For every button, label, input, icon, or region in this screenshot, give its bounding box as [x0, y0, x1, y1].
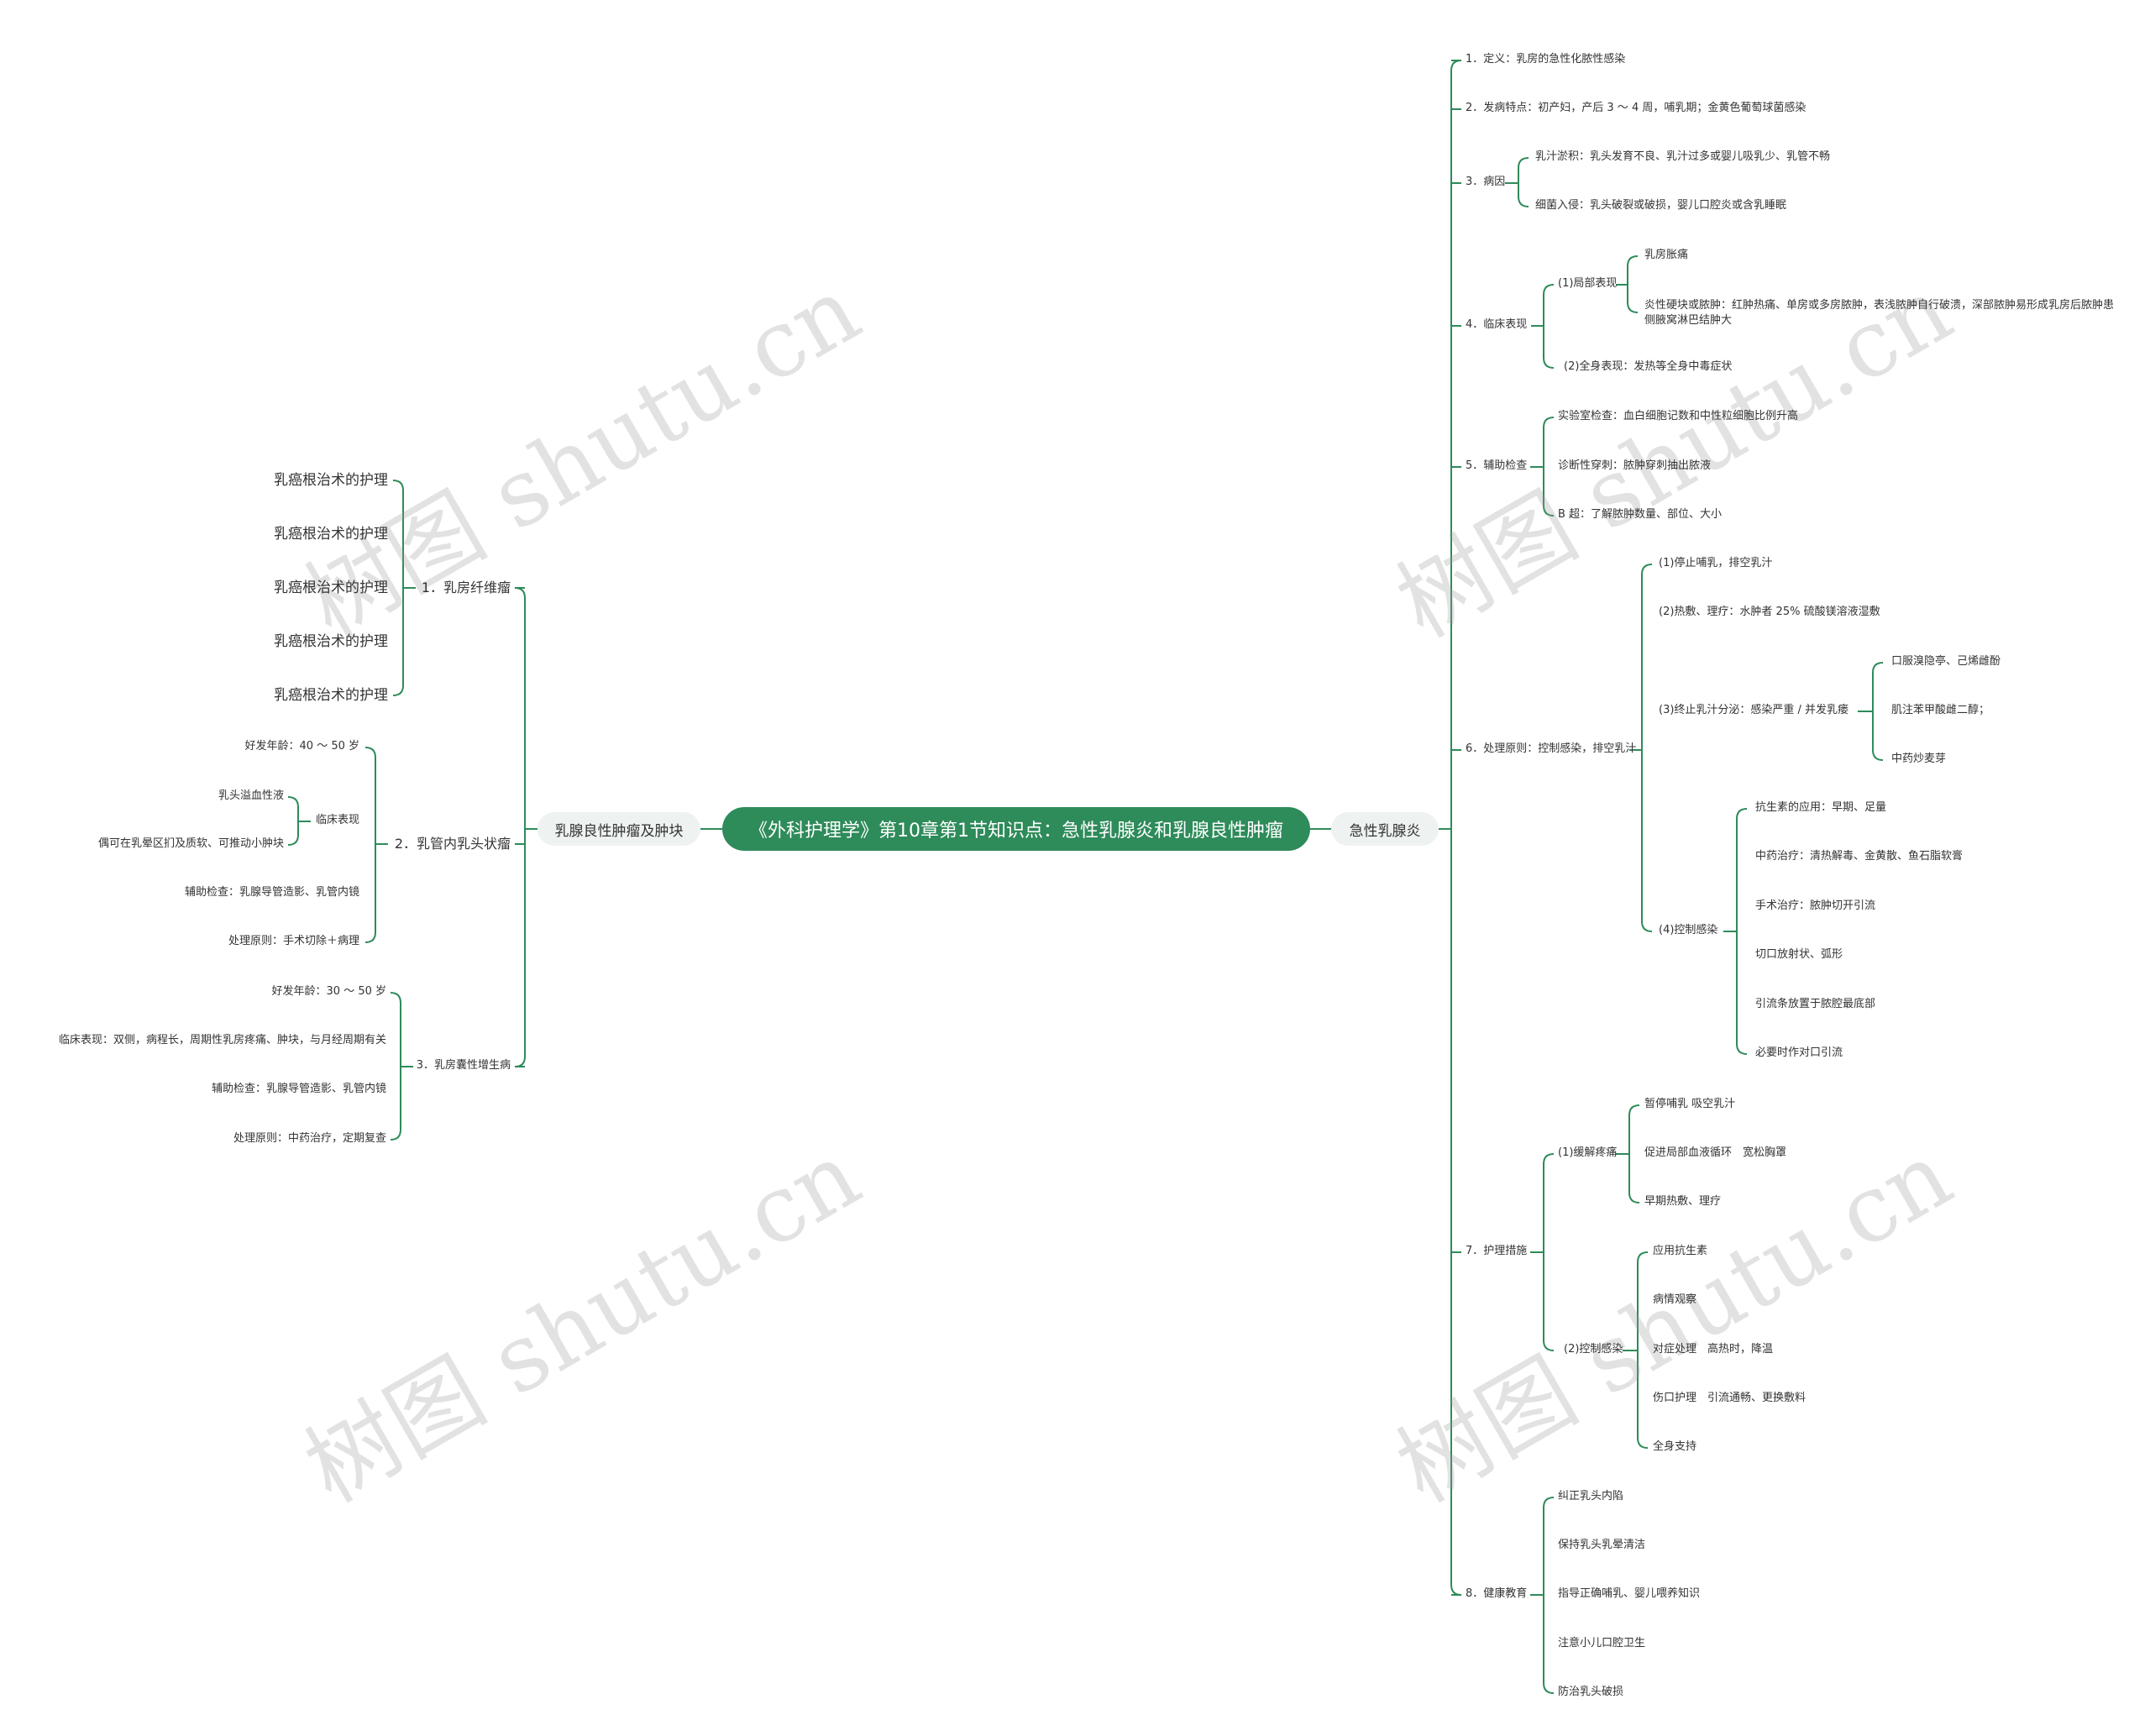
mastitis-onset-features[interactable]: 2．发病特点：初产妇，产后 3 ～ 4 周，哺乳期；金黄色葡萄球菌感染 — [1466, 102, 1807, 114]
connector-bracket — [287, 796, 299, 846]
papilloma-mass[interactable]: 偶可在乳晕区扪及质软、可推动小肿块 — [97, 837, 284, 850]
mastitis-aux-exams[interactable]: 5．辅助检查 — [1466, 459, 1528, 472]
mastitis-causes[interactable]: 3．病因 — [1466, 176, 1506, 188]
infection-control[interactable]: (2)控制感染 — [1564, 1343, 1623, 1356]
intraductal-papilloma[interactable]: 2．乳管内乳头状瘤 — [394, 836, 511, 852]
connector-bracket — [364, 747, 376, 943]
branch-benign-tumors[interactable]: 乳腺良性肿瘤及肿块 — [538, 812, 700, 846]
connector-bracket — [390, 992, 401, 1141]
papilloma-treatment[interactable]: 处理原则：手术切除＋病理 — [228, 935, 359, 947]
infection-control-item[interactable]: 中药治疗：清热解毒、金黄散、鱼石脂软膏 — [1755, 850, 1964, 863]
pain-relief[interactable]: (1)缓解疼痛 — [1558, 1146, 1618, 1159]
fibroadenoma-item[interactable]: 乳癌根治术的护理 — [274, 472, 388, 489]
treatment-item[interactable]: (2)热敷、理疗：水肿者 25% 硫酸镁溶液湿敷 — [1659, 606, 1880, 618]
hyperplasia-item[interactable]: 好发年龄：30 ～ 50 岁 — [271, 985, 386, 998]
mastitis-definition[interactable]: 1．定义：乳房的急性化脓性感染 — [1466, 53, 1626, 66]
pain-relief-item[interactable]: 促进局部血液循环 宽松胸罩 — [1644, 1146, 1787, 1159]
infection-care-item[interactable]: 对症处理 高热时，降温 — [1653, 1343, 1774, 1356]
mastitis-nursing[interactable]: 7．护理措施 — [1466, 1245, 1528, 1257]
cause-item[interactable]: 细菌入侵：乳头破裂或破损，婴儿口腔炎或含乳睡眠 — [1535, 199, 1787, 212]
infection-control-item[interactable]: 抗生素的应用：早期、足量 — [1755, 801, 1887, 814]
fibroadenoma-item[interactable]: 乳癌根治术的护理 — [274, 687, 388, 704]
education-item[interactable]: 指导正确哺乳、婴儿喂养知识 — [1558, 1587, 1701, 1600]
infection-care-item[interactable]: 伤口护理 引流通畅、更换敷料 — [1653, 1392, 1807, 1404]
education-item[interactable]: 纠正乳头内陷 — [1558, 1490, 1624, 1503]
connector-bracket — [1543, 284, 1555, 369]
education-item[interactable]: 注意小儿口腔卫生 — [1558, 1637, 1646, 1649]
papilloma-clinical[interactable]: 临床表现 — [315, 814, 359, 826]
connector-bracket — [1518, 157, 1529, 207]
hyperplasia-item[interactable]: 处理原则：中药治疗，定期复查 — [233, 1132, 386, 1145]
treatment-item[interactable]: (1)停止哺乳，排空乳汁 — [1659, 557, 1773, 569]
connector-bracket — [1637, 1251, 1649, 1449]
treatment-item[interactable]: (3)终止乳汁分泌：感染严重 / 并发乳瘘 — [1659, 704, 1849, 716]
hyperplasia-item[interactable]: 辅助检查：乳腺导管造影、乳管内镜 — [211, 1083, 386, 1095]
exam-item[interactable]: 实验室检查：血白细胞记数和中性粒细胞比例升高 — [1558, 410, 1799, 422]
branch-acute-mastitis[interactable]: 急性乳腺炎 — [1331, 812, 1439, 846]
connector-bracket — [514, 587, 526, 1067]
lactation-stop-item[interactable]: 口服溴隐亭、己烯雌酚 — [1891, 655, 2001, 668]
treatment-item[interactable]: (4)控制感染 — [1659, 924, 1718, 936]
abscess[interactable]: 炎性硬块或脓肿：红肿热痛、单房或多房脓肿，表浅脓肿自行破溃，深部脓肿易形成乳房后… — [1644, 299, 2115, 327]
cause-item[interactable]: 乳汁淤积：乳头发育不良、乳汁过多或婴儿吸乳少、乳管不畅 — [1535, 150, 1831, 163]
connector-bracket — [1628, 1104, 1640, 1204]
lactation-stop-item[interactable]: 中药炒麦芽 — [1891, 753, 1947, 765]
connector-bracket — [1450, 60, 1462, 1596]
infection-care-item[interactable]: 应用抗生素 — [1653, 1245, 1708, 1257]
mastitis-treatment[interactable]: 6．处理原则：控制感染，排空乳汁 — [1466, 742, 1637, 755]
fibroadenoma-item[interactable]: 乳癌根治术的护理 — [274, 580, 388, 596]
papilloma-age[interactable]: 好发年龄：40 ～ 50 岁 — [244, 740, 359, 753]
infection-control-item[interactable]: 必要时作对口引流 — [1755, 1046, 1843, 1059]
education-item[interactable]: 保持乳头乳晕清洁 — [1558, 1539, 1646, 1551]
education-item[interactable]: 防治乳头破损 — [1558, 1686, 1624, 1698]
connector-bracket — [1872, 662, 1884, 761]
pain-relief-item[interactable]: 暂停哺乳 吸空乳汁 — [1644, 1098, 1736, 1110]
connector-bracket — [1736, 808, 1748, 1055]
fibroadenoma-item[interactable]: 乳癌根治术的护理 — [274, 526, 388, 543]
exam-item[interactable]: 诊断性穿刺：脓肿穿刺抽出脓液 — [1558, 459, 1712, 472]
local-signs[interactable]: (1)局部表现 — [1558, 277, 1618, 290]
papilloma-discharge[interactable]: 乳头溢血性液 — [218, 789, 284, 802]
lactation-stop-item[interactable]: 肌注苯甲酸雌二醇； — [1891, 704, 1990, 716]
fibroadenoma[interactable]: 1．乳房纤维瘤 — [421, 580, 511, 595]
systemic-signs[interactable]: (2)全身表现：发热等全身中毒症状 — [1564, 360, 1733, 373]
infection-care-item[interactable]: 病情观察 — [1653, 1293, 1697, 1306]
connector-bracket — [392, 480, 404, 696]
connector-bracket — [1543, 1497, 1555, 1694]
infection-control-item[interactable]: 手术治疗：脓肿切开引流 — [1755, 899, 1876, 912]
breast-pain[interactable]: 乳房胀痛 — [1644, 249, 1689, 261]
infection-control-item[interactable]: 引流条放置于脓腔最底部 — [1755, 998, 1876, 1010]
pain-relief-item[interactable]: 早期热敷、理疗 — [1644, 1195, 1722, 1208]
mastitis-health-education[interactable]: 8．健康教育 — [1466, 1587, 1528, 1600]
connector-bracket — [1543, 1153, 1555, 1351]
connector-bracket — [1543, 417, 1555, 517]
connector-bracket — [1641, 564, 1653, 932]
papilloma-exam[interactable]: 辅助检查：乳腺导管造影、乳管内镜 — [184, 886, 359, 899]
connector-bracket — [1627, 255, 1639, 313]
exam-item[interactable]: B 超：了解脓肿数量、部位、大小 — [1558, 508, 1723, 521]
hyperplasia-item[interactable]: 临床表现：双侧，病程长，周期性乳房疼痛、肿块，与月经周期有关 — [58, 1034, 386, 1046]
fibroadenoma-item[interactable]: 乳癌根治术的护理 — [274, 633, 388, 650]
infection-care-item[interactable]: 全身支持 — [1653, 1440, 1697, 1453]
mastitis-clinical-signs[interactable]: 4．临床表现 — [1466, 318, 1528, 331]
root-topic[interactable]: 《外科护理学》第10章第1节知识点：急性乳腺炎和乳腺良性肿瘤 — [722, 807, 1310, 851]
infection-control-item[interactable]: 切口放射状、弧形 — [1755, 948, 1843, 961]
cystic-hyperplasia[interactable]: 3．乳房囊性增生病 — [416, 1059, 511, 1072]
